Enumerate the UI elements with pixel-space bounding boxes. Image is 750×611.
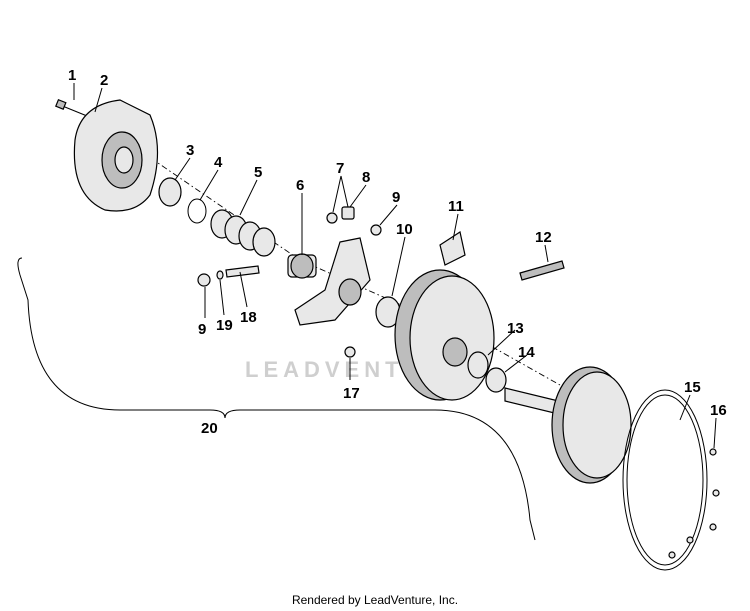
part-9-cap-upper [370,224,382,236]
callout-6: 6 [296,177,304,194]
callout-17: 17 [343,385,360,402]
callout-18: 18 [240,309,257,326]
callout-labels: 1 2 3 4 5 6 7 8 9 10 11 12 9 19 18 13 14… [68,67,727,437]
part-6-bushing [287,253,317,279]
part-18-pin [225,265,260,278]
spider-arm [294,237,371,326]
callout-7: 7 [336,160,344,177]
callout-15: 15 [684,379,701,396]
part-17-nut [344,346,356,358]
callout-14: 14 [518,344,535,361]
callout-3: 3 [186,142,194,159]
callout-13: 13 [507,320,524,337]
callout-1: 1 [68,67,76,84]
moveable-sheave [394,269,495,401]
callout-20: 20 [201,420,218,437]
callout-9-lower: 9 [198,321,206,338]
leader-lines [73,83,717,449]
part-3-ring [158,177,182,207]
callout-8: 8 [362,169,370,186]
cover-housing [73,99,159,212]
part-8-pin [341,206,355,220]
fixed-sheave-shaft [504,366,632,484]
callout-19: 19 [216,317,233,334]
part-7-nut [326,212,338,224]
assembly-bracket [17,257,536,541]
part-9-cap-lower [197,273,211,287]
footer-credit: Rendered by LeadVenture, Inc. [291,593,459,607]
part-15-ring-gear [622,389,708,571]
callout-4: 4 [214,154,223,171]
part-12-pin [519,260,565,281]
callout-10: 10 [396,221,413,238]
callout-5: 5 [254,164,262,181]
callout-12: 12 [535,229,552,246]
part-4-snap-ring [187,198,207,224]
callout-9-upper: 9 [392,189,400,206]
callout-2: 2 [100,72,108,89]
part-14-ring [485,367,507,393]
part-11-bracket [439,231,466,266]
part-13-seal [467,351,489,379]
part-16-screws [668,448,720,559]
callout-16: 16 [710,402,727,419]
part-19-ring [216,270,224,280]
callout-11: 11 [448,198,464,215]
part-5-spring [210,209,276,257]
